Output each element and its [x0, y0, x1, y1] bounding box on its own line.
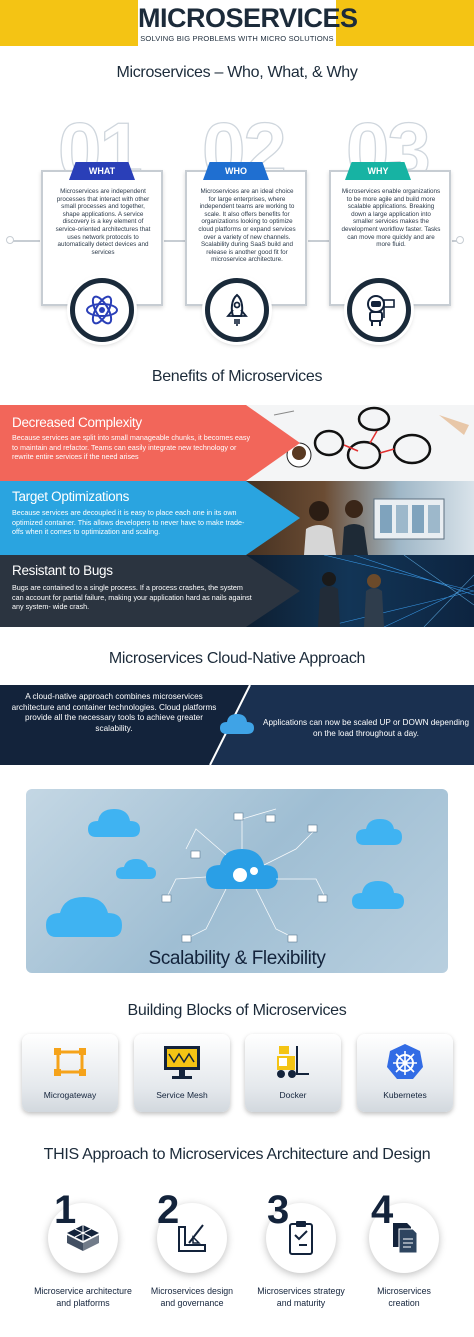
documents-icon — [393, 1223, 418, 1254]
benefit-text: Because services are decoupled it is eas… — [12, 508, 245, 536]
building-block-label: Service Mesh — [156, 1090, 208, 1100]
gateway-icon — [54, 1048, 86, 1076]
approach-label: Microservices strategy and maturity — [257, 1286, 345, 1308]
building-block-label: Docker — [279, 1090, 307, 1100]
building-block-docker: Docker — [245, 1034, 341, 1112]
building-block-label: Kubernetes — [383, 1090, 427, 1100]
approach-label: Microservice architecture and platforms — [34, 1286, 132, 1308]
building-blocks-title: Building Blocks of Microservices — [127, 1002, 347, 1019]
why-circle — [347, 278, 411, 342]
approach-number: 3 — [267, 1188, 290, 1232]
connector-dot — [6, 236, 14, 244]
cloud-native-left-text: A cloud-native approach combines microse… — [11, 692, 217, 733]
approach-label: Microservices design and governance — [150, 1286, 234, 1308]
rocket-icon — [226, 293, 248, 326]
cloud-native-title: Microservices Cloud-Native Approach — [108, 650, 366, 667]
page-title: MICROSERVICES — [138, 3, 358, 33]
design-tools-icon — [178, 1224, 206, 1252]
who-text: Microservices are an ideal choice for la… — [198, 188, 296, 264]
what-tab: WHAT — [69, 162, 135, 180]
header-title-box: MICROSERVICES SOLVING BIG PROBLEMS WITH … — [138, 0, 358, 46]
benefit-title: Decreased Complexity — [12, 415, 142, 430]
benefit-title: Target Optimizations — [12, 489, 130, 504]
header-banner: MICROSERVICES SOLVING BIG PROBLEMS WITH … — [0, 0, 474, 46]
atom-icon — [86, 295, 118, 325]
what-text: Microservices are independent processes … — [55, 188, 151, 256]
approach-number: 2 — [157, 1188, 180, 1232]
benefit-text: Because services are split into small ma… — [12, 433, 251, 461]
approach-label: Microservices creation — [377, 1286, 431, 1308]
scalability-title: Scalability & Flexibility — [148, 948, 326, 969]
connector-dot — [456, 236, 464, 244]
who-what-why-title: Microservices – Who, What, & Why — [116, 64, 358, 81]
helm-wheel-icon — [387, 1044, 423, 1079]
connector-line — [164, 240, 186, 242]
why-text: Microservices enable organizations to be… — [341, 188, 441, 249]
blocks-icon — [67, 1225, 99, 1251]
what-circle — [70, 278, 134, 342]
connector-line — [10, 240, 40, 242]
building-block-label: Microgateway — [43, 1090, 97, 1100]
benefit-resistant-to-bugs: Resistant to Bugs Bugs are contained to … — [0, 555, 474, 627]
approach-title: THIS Approach to Microservices Architect… — [43, 1146, 431, 1163]
forklift-icon — [277, 1046, 309, 1078]
who-circle — [205, 278, 269, 342]
scalability-illustration — [26, 789, 448, 973]
approach-circle — [48, 1203, 118, 1273]
building-block-kubernetes: Kubernetes — [357, 1034, 453, 1112]
approach-number: 1 — [54, 1188, 77, 1232]
clipboard-icon — [289, 1221, 313, 1255]
astronaut-icon — [367, 295, 395, 326]
approach-circle — [266, 1203, 336, 1273]
approach-circle — [157, 1203, 227, 1273]
benefits-title: Benefits of Microservices — [151, 368, 323, 385]
benefit-band — [0, 481, 300, 555]
mesh-monitor-icon — [164, 1046, 200, 1079]
benefit-target-optimizations: Target Optimizations Because services ar… — [0, 481, 474, 555]
approach-circle — [369, 1203, 439, 1273]
benefit-band — [0, 405, 300, 481]
connector-line — [308, 240, 330, 242]
who-tab: WHO — [203, 162, 269, 180]
building-block-microgateway: Microgateway — [22, 1034, 118, 1112]
building-block-service-mesh: Service Mesh — [134, 1034, 230, 1112]
approach-number: 4 — [371, 1188, 394, 1232]
benefit-band — [0, 555, 300, 627]
page-subtitle: SOLVING BIG PROBLEMS WITH MICRO SOLUTION… — [140, 34, 334, 43]
who-card: Microservices are an ideal choice for la… — [185, 170, 307, 306]
benefit-title: Resistant to Bugs — [12, 563, 113, 578]
benefit-text: Bugs are contained to a single process. … — [12, 583, 252, 611]
cloud-icon — [220, 714, 254, 734]
benefit-decreased-complexity: Decreased Complexity Because services ar… — [0, 405, 474, 481]
cloud-native-right-text: Applications can now be scaled UP or DOW… — [262, 718, 469, 738]
why-tab: WHY — [345, 162, 411, 180]
